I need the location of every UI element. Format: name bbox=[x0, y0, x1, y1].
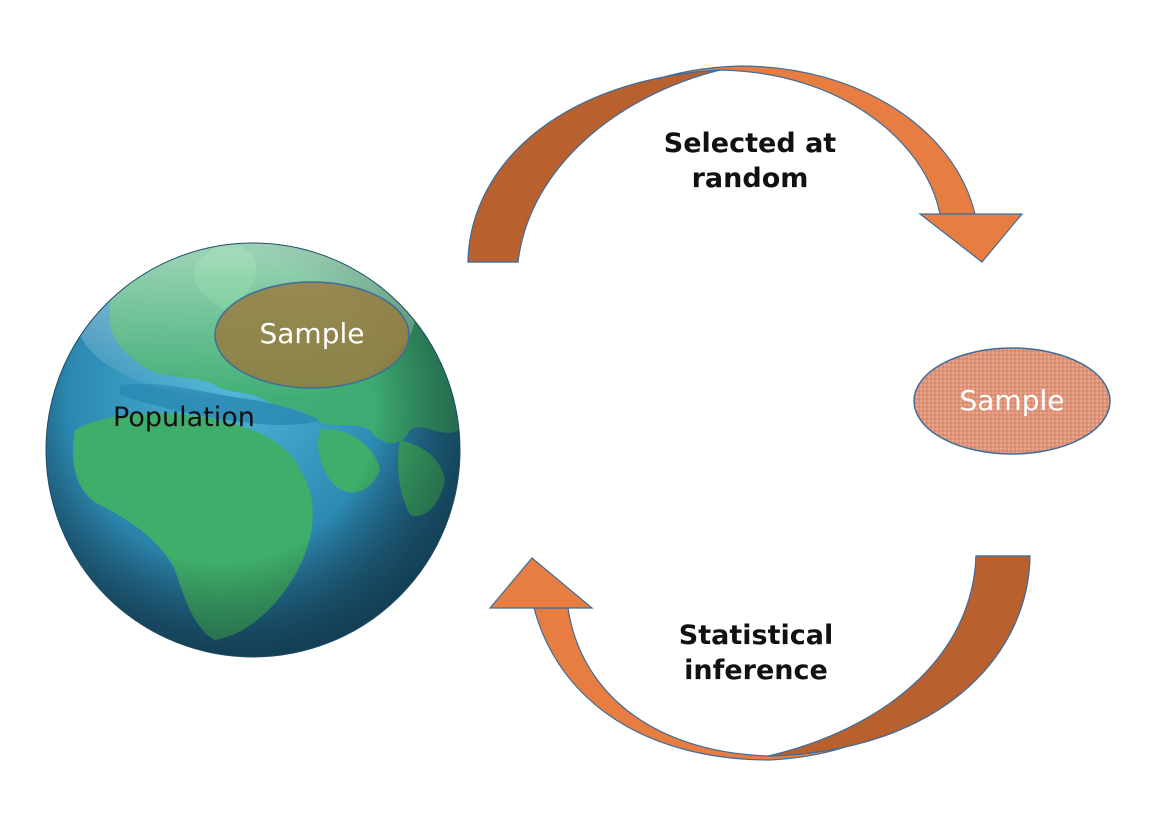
top-arrow-label-line2: random bbox=[691, 163, 809, 195]
bottom-arrow-label-line2: inference bbox=[684, 655, 828, 687]
right-sample-label: Sample bbox=[959, 384, 1065, 417]
globe-outline bbox=[45, 242, 461, 658]
bottom-arrow-label: Statistical inference bbox=[636, 618, 876, 688]
globe-sample-label: Sample bbox=[259, 317, 365, 350]
top-arrow-dark-side bbox=[467, 69, 721, 263]
population-label: Population bbox=[113, 402, 255, 433]
globe-sample-ellipse bbox=[214, 281, 410, 389]
top-arrow-head bbox=[918, 213, 1024, 263]
top-arrow bbox=[467, 65, 1024, 263]
top-arrow-label: Selected at random bbox=[630, 126, 870, 196]
top-arrow-label-line1: Selected at bbox=[663, 128, 837, 159]
bottom-arrow-head bbox=[488, 557, 594, 609]
bottom-arrow-label-line1: Statistical bbox=[678, 620, 834, 651]
bottom-arrow bbox=[488, 555, 1031, 761]
bottom-arrow-dark-side bbox=[767, 555, 1031, 757]
right-sample-ellipse bbox=[913, 347, 1111, 455]
